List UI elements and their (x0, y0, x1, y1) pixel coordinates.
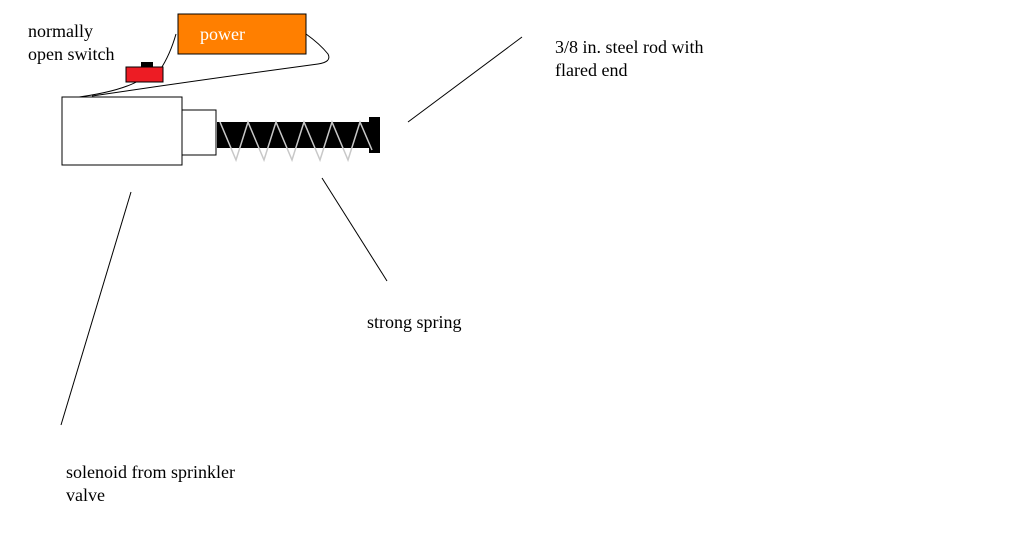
spring-label: strong spring (367, 311, 462, 334)
spring-label-line1: strong spring (367, 312, 462, 332)
rod-label-line2: flared end (555, 60, 628, 80)
steel-rod (217, 122, 372, 148)
switch-label-line1: normally (28, 21, 93, 41)
leader-rod (407, 36, 523, 123)
switch-button (141, 62, 153, 68)
rod-flared-end (369, 117, 380, 153)
solenoid-label: solenoid from sprinkler valve (66, 461, 235, 507)
power-box (177, 13, 307, 55)
wire-power-to-solenoid (91, 33, 330, 97)
switch-label: normally open switch (28, 20, 114, 66)
solenoid-body (61, 96, 183, 166)
solenoid-label-line2: valve (66, 485, 105, 505)
leader-spring (321, 177, 388, 282)
rod-label: 3/8 in. steel rod with flared end (555, 36, 703, 82)
leader-solenoid (60, 191, 132, 426)
switch-body (125, 66, 164, 83)
power-label: power (200, 24, 245, 44)
spring-coil (219, 119, 373, 163)
wire-switch-to-power (159, 33, 177, 71)
solenoid-label-line1: solenoid from sprinkler (66, 462, 235, 482)
rod-label-line1: 3/8 in. steel rod with (555, 37, 704, 57)
solenoid-plunger-housing (181, 109, 217, 156)
switch-label-line2: open switch (28, 44, 115, 64)
